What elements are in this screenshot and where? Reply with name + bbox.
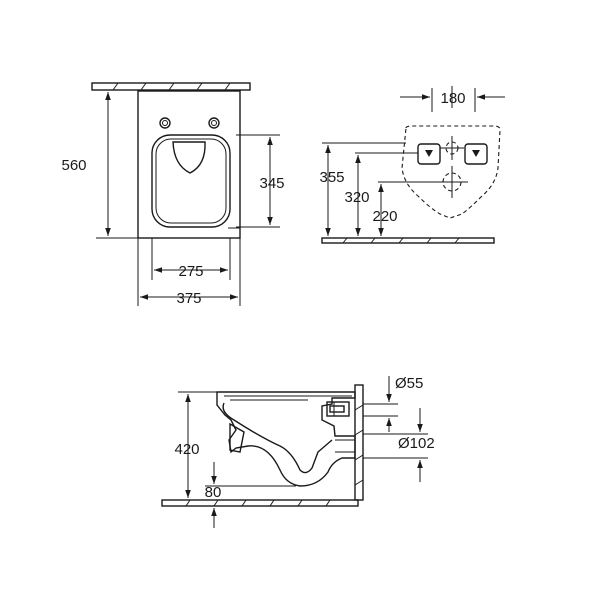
anchor-slot-left [417, 143, 441, 165]
dim-275-label: 275 [178, 263, 203, 280]
side-view: 420 80 Ø55 Ø102 [161, 375, 435, 528]
mounting-view: 180 [319, 86, 505, 244]
bowl-interior [222, 402, 333, 474]
dim-320-label: 320 [344, 189, 369, 206]
floor-hatch-side [161, 499, 359, 507]
wall-hatch-side [354, 384, 364, 501]
fixing-hole-left [159, 117, 171, 129]
fixing-hole-right [208, 117, 220, 129]
front-view: 560 345 275 375 [61, 82, 285, 307]
dim-220-label: 220 [372, 208, 397, 225]
dim-355-label: 355 [319, 169, 344, 186]
dim-560-label: 560 [61, 157, 86, 174]
seat-outline [151, 134, 231, 228]
floor-hatch-mount [321, 237, 495, 244]
dim-180-label: 180 [440, 90, 465, 107]
outlet-connector [335, 439, 355, 453]
outlet-crosshair [436, 166, 468, 198]
bowl-profile [216, 391, 356, 487]
inlet-crosshair [440, 136, 464, 160]
dim-420-label: 420 [174, 441, 199, 458]
front-outline [137, 90, 241, 239]
dim-80-label: 80 [205, 484, 222, 501]
anchor-slot-right [464, 143, 488, 165]
inlet-connector [326, 401, 350, 417]
mounting-outline [401, 125, 501, 219]
dim-345-label: 345 [259, 175, 284, 192]
dim-375-label: 375 [176, 290, 201, 307]
bowl-opening [172, 141, 206, 174]
dim-d102-label: Ø102 [398, 435, 435, 452]
dim-d55-label: Ø55 [395, 375, 423, 392]
wall-hatch [91, 82, 251, 91]
